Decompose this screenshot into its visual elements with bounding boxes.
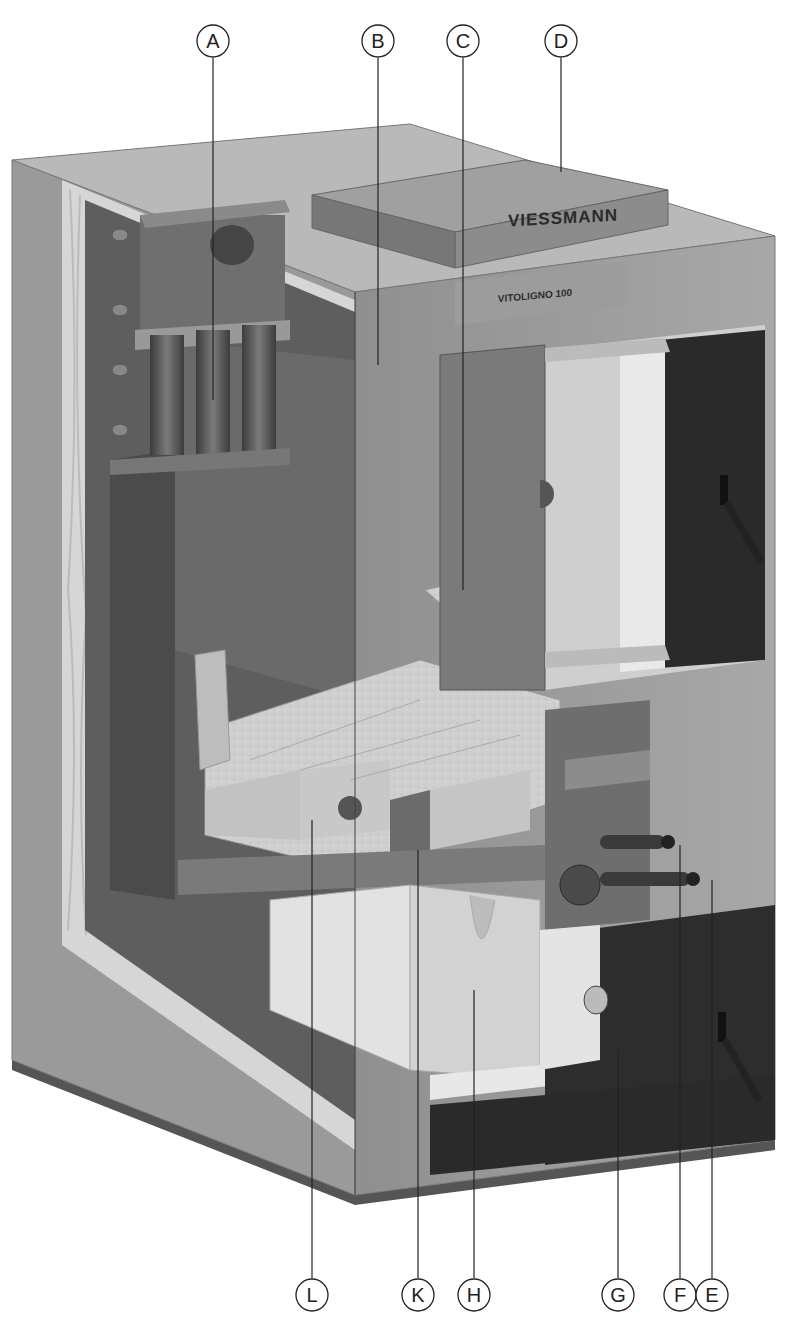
- callout-letter: G: [610, 1285, 626, 1305]
- callout-letter: H: [467, 1285, 481, 1305]
- callout-letter: L: [306, 1285, 317, 1305]
- callout-letter: E: [705, 1285, 718, 1305]
- callout-letter: K: [411, 1285, 424, 1305]
- callout-letter: F: [674, 1285, 686, 1305]
- callout-letter: B: [371, 31, 384, 51]
- callout-letter: D: [554, 31, 568, 51]
- callout-letter: C: [456, 31, 470, 51]
- callout-letter: A: [206, 31, 219, 51]
